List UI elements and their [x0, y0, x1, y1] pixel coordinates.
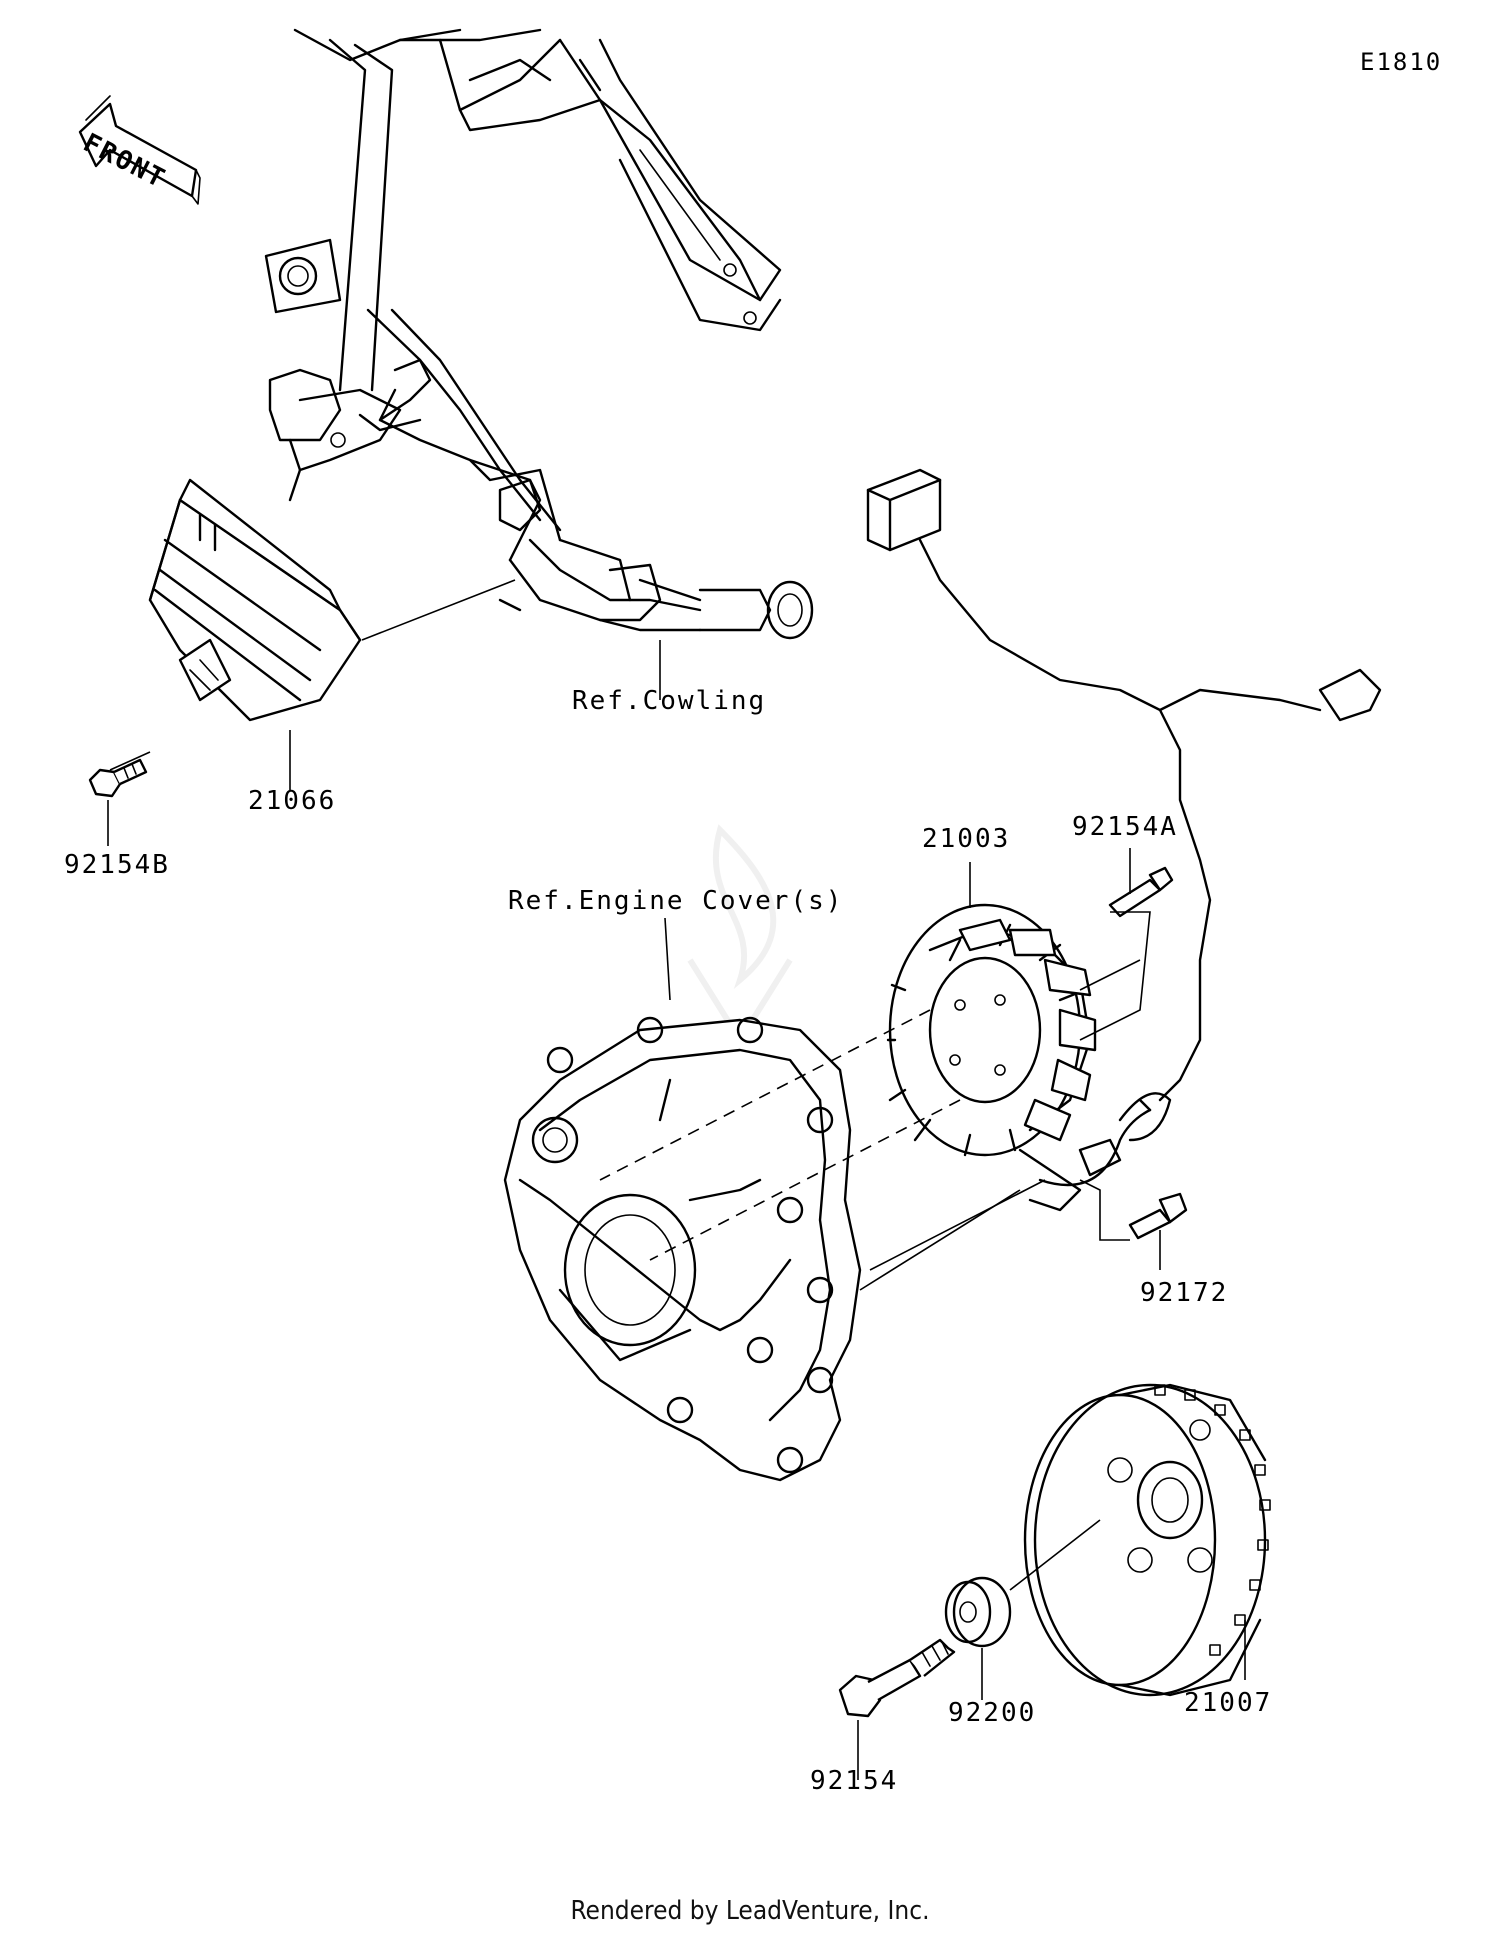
- wiring-harness: [866, 468, 1382, 1142]
- diagram-code: E1810: [1360, 48, 1443, 76]
- part-label-92154A[interactable]: 92154A: [1072, 812, 1178, 842]
- part-label-21066[interactable]: 21066: [248, 786, 337, 816]
- part-label-21007[interactable]: 21007: [1184, 1688, 1273, 1718]
- ref-cowling-label[interactable]: Ref.Cowling: [572, 686, 767, 716]
- part-label-92172[interactable]: 92172: [1140, 1278, 1229, 1308]
- part-21066-regulator-rectifier[interactable]: [148, 478, 362, 722]
- footer-credit: Rendered by LeadVenture, Inc.: [570, 1896, 930, 1926]
- part-92172-bolt[interactable]: [1128, 1192, 1188, 1240]
- part-label-92200[interactable]: 92200: [948, 1698, 1037, 1728]
- part-92154-flange-bolt[interactable]: [838, 1638, 956, 1718]
- frame-structure: [264, 28, 814, 640]
- part-92200-washer[interactable]: [944, 1576, 1012, 1648]
- leader-lines: [107, 579, 1246, 1780]
- part-label-92154B[interactable]: 92154B: [64, 850, 170, 880]
- part-label-92154[interactable]: 92154: [810, 1766, 899, 1796]
- front-direction-arrow: [78, 95, 201, 205]
- part-92154A-bolt[interactable]: [1108, 866, 1174, 918]
- part-21007-rotor-flywheel[interactable]: [1023, 1383, 1271, 1697]
- part-21003-stator-coil[interactable]: [886, 903, 1152, 1212]
- ref-engine-cover-label[interactable]: Ref.Engine Cover(s): [508, 886, 844, 916]
- part-92154B-bolt[interactable]: [88, 758, 148, 798]
- leadventure-watermark: [687, 824, 793, 1046]
- engine-cover-ref: [503, 1016, 862, 1482]
- part-label-21003[interactable]: 21003: [922, 824, 1011, 854]
